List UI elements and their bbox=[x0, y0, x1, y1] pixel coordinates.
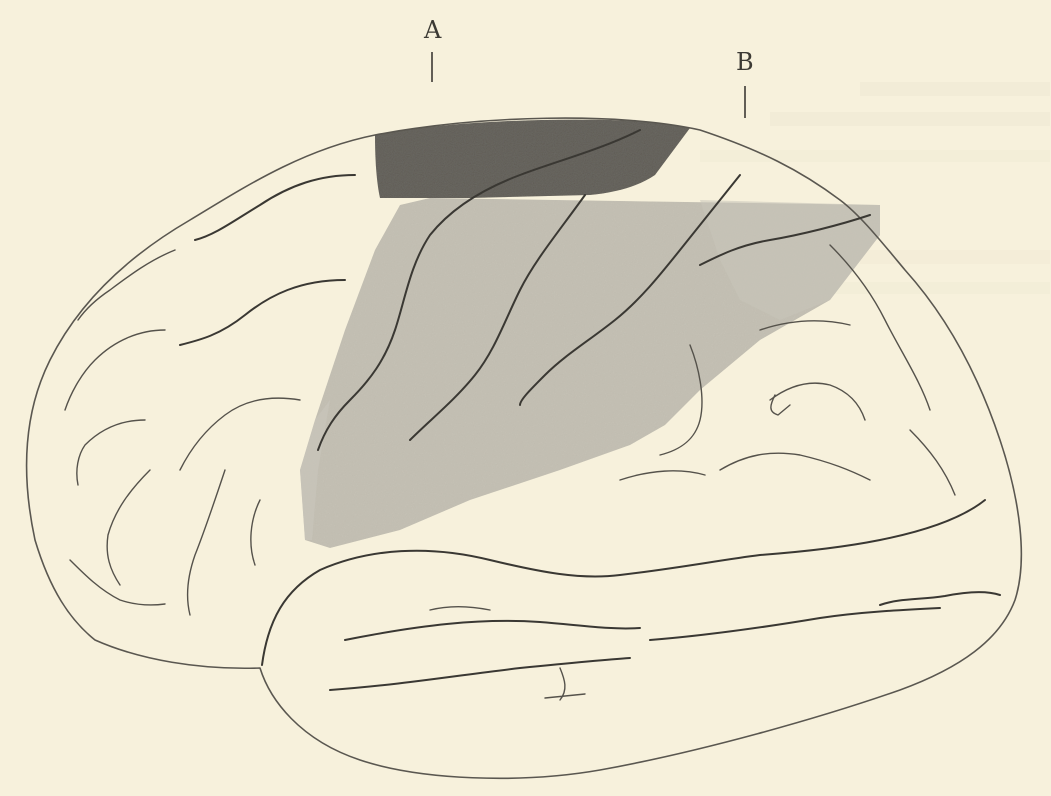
occipital-sulcus-4 bbox=[620, 471, 705, 480]
occipital-sulcus-5 bbox=[771, 395, 790, 415]
occipital-sulcus-1 bbox=[770, 383, 865, 420]
label-a: A bbox=[423, 16, 442, 82]
frontal-sulcus-2 bbox=[65, 330, 165, 410]
frontal-sulcus-6 bbox=[188, 470, 225, 615]
inferior-frontal-sulcus bbox=[180, 280, 345, 345]
label-b: B bbox=[736, 48, 754, 118]
frontal-sulcus-4 bbox=[77, 420, 145, 485]
temporal-sulcus-6 bbox=[430, 607, 490, 610]
frontal-sulcus-1 bbox=[78, 250, 175, 320]
label-b-text: B bbox=[736, 48, 754, 76]
frontal-sulcus-5 bbox=[107, 470, 150, 585]
temporal-sulcus-2 bbox=[650, 608, 940, 640]
occipital-sulcus-3 bbox=[910, 430, 955, 495]
frontal-sulcus-8 bbox=[70, 560, 165, 605]
frontal-sulcus-7 bbox=[251, 500, 260, 565]
temporal-sulcus-4 bbox=[545, 668, 585, 700]
occipital-sulcus-2 bbox=[720, 453, 870, 480]
label-a-text: A bbox=[423, 16, 442, 44]
temporal-sulcus-1 bbox=[345, 621, 640, 640]
frontal-sulcus-3 bbox=[180, 398, 300, 470]
temporal-sulcus-3 bbox=[330, 658, 630, 690]
shaded-region-dark bbox=[375, 120, 690, 198]
temporal-sulcus-5 bbox=[880, 592, 1000, 605]
superior-frontal-sulcus bbox=[195, 175, 355, 240]
